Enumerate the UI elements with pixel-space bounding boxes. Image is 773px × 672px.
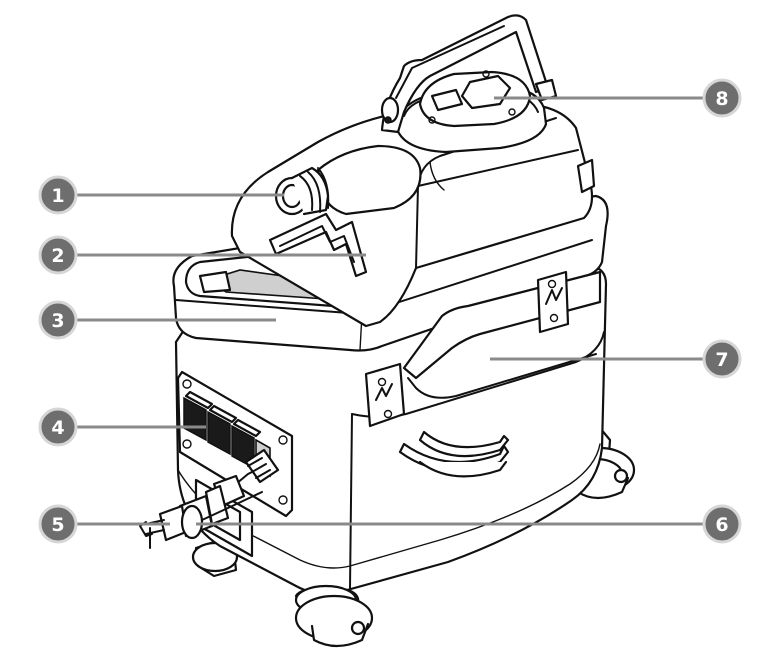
- callout-8: 8: [494, 78, 742, 118]
- front-caster: [294, 584, 374, 648]
- callout-number: 1: [51, 185, 64, 207]
- callout-badge: [702, 504, 742, 544]
- callout-1: 1: [38, 175, 284, 215]
- callout-4: 4: [38, 407, 206, 447]
- callout-2: 2: [38, 235, 366, 275]
- callout-7: 7: [490, 339, 742, 379]
- cap-and-handle: [380, 14, 558, 154]
- callout-number: 7: [715, 349, 728, 371]
- callout-badge: [38, 235, 78, 275]
- callout-number: 3: [51, 310, 64, 332]
- callout-number: 4: [51, 417, 64, 439]
- power-cord-group: [139, 448, 280, 549]
- callout-5: 5: [38, 504, 170, 544]
- callout-number: 8: [715, 88, 728, 110]
- callout-3: 3: [38, 300, 276, 340]
- callout-badge: [702, 339, 742, 379]
- callout-number: 2: [51, 245, 64, 267]
- callout-6: 6: [196, 504, 742, 544]
- callout-badge: [38, 407, 78, 447]
- callout-badge: [38, 175, 78, 215]
- callout-badge: [702, 78, 742, 118]
- callout-badge: [38, 504, 78, 544]
- callout-number: 6: [715, 514, 728, 536]
- callout-badge: [38, 300, 78, 340]
- recovery-tank: [230, 102, 596, 328]
- latch-front: [364, 362, 406, 428]
- extractor-machine: [139, 14, 636, 648]
- latch-side: [536, 270, 570, 334]
- callout-number: 5: [51, 514, 64, 536]
